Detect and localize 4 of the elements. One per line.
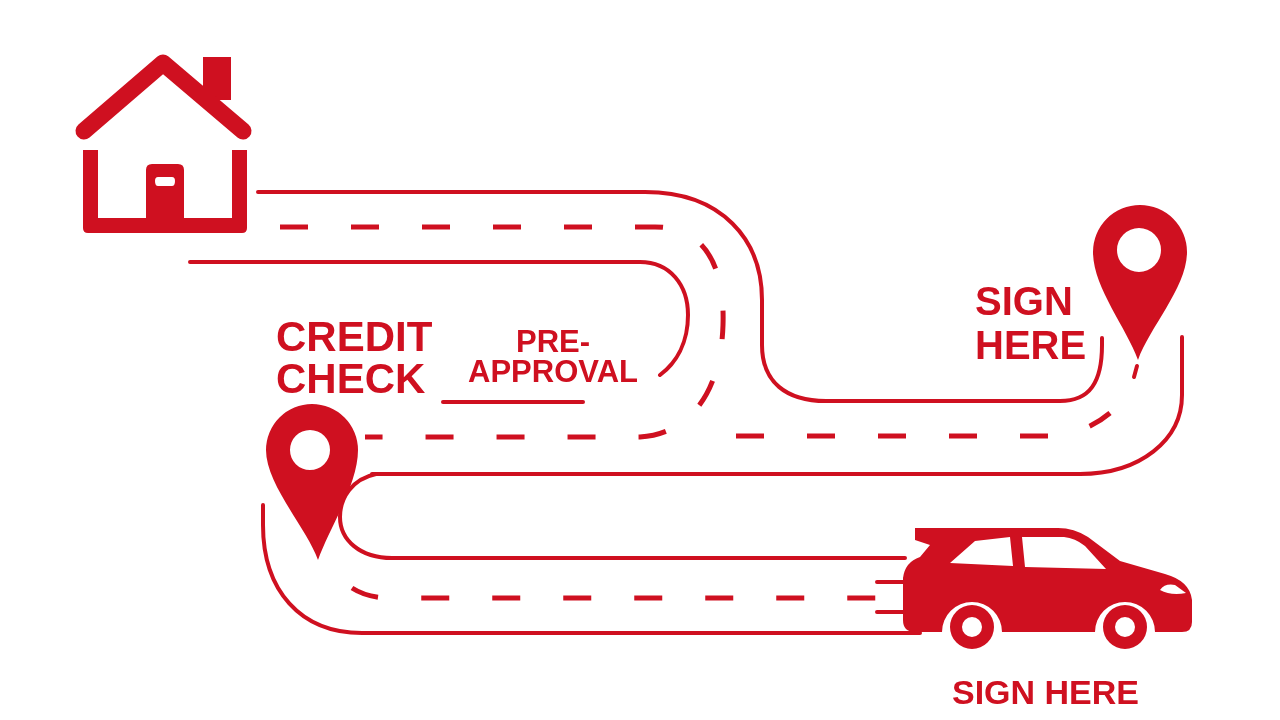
step-label: SIGN HERE [952, 675, 1140, 709]
step-label: SIGN HERE [975, 280, 1087, 368]
step-label: PRE-APPROVAL [468, 327, 638, 388]
step-label: CREDIT CHECK [276, 316, 433, 400]
